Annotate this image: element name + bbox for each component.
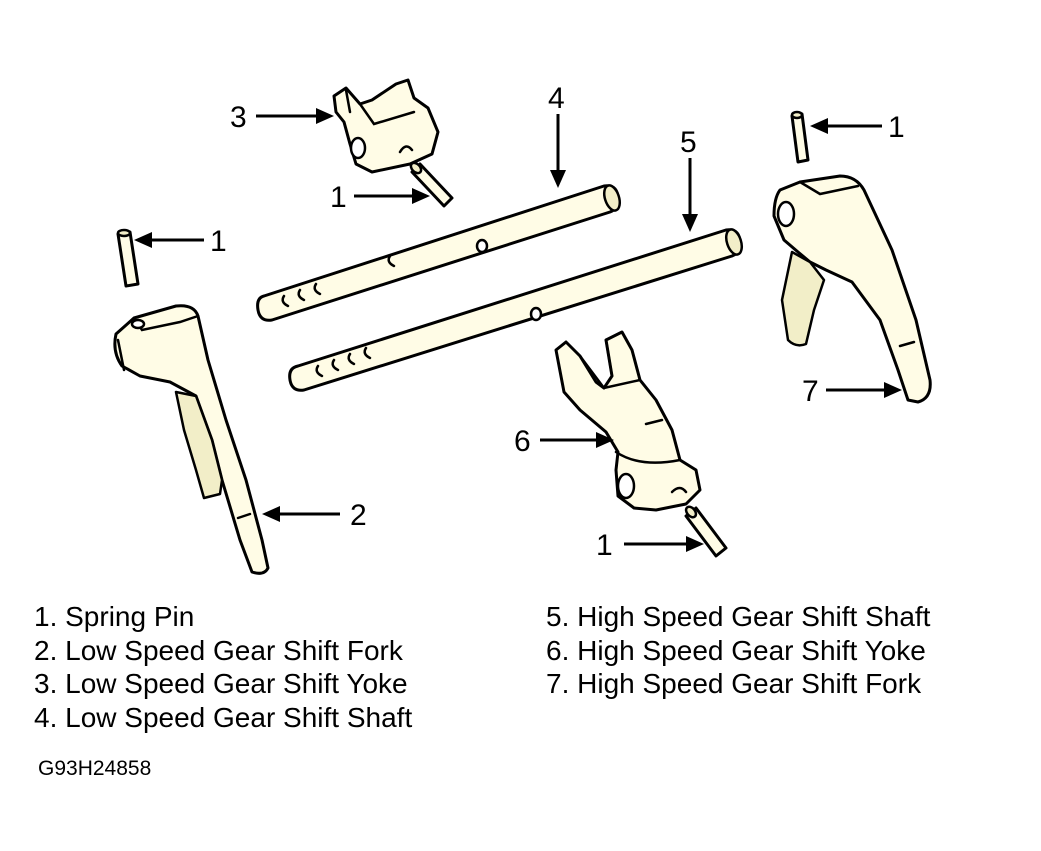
leader-2: [262, 506, 340, 522]
leader-1-top-mid: [354, 188, 430, 204]
high-speed-shift-yoke: [554, 330, 702, 512]
legend-item-high-speed-yoke: 6. High Speed Gear Shift Yoke: [546, 634, 926, 666]
spring-pin-bottom: [684, 505, 728, 558]
leader-1-top-right: [810, 118, 882, 134]
legend-item-low-speed-shaft: 4. Low Speed Gear Shift Shaft: [34, 701, 413, 733]
callout-1-top-mid: 1: [330, 181, 347, 214]
legend-item-high-speed-fork: 7. High Speed Gear Shift Fork: [546, 668, 922, 699]
legend-left-column: 1. Spring Pin 2. Low Speed Gear Shift Fo…: [34, 600, 412, 734]
leader-4: [550, 114, 566, 188]
callout-1-left: 1: [210, 225, 227, 258]
leader-7: [826, 382, 902, 398]
callout-3: 3: [230, 101, 247, 134]
callout-5: 5: [680, 126, 697, 159]
low-speed-shift-yoke: [332, 78, 440, 174]
callout-1-bottom: 1: [596, 529, 613, 562]
spring-pin-top-mid: [409, 161, 454, 208]
legend-item-high-speed-shaft: 5. High Speed Gear Shift Shaft: [546, 601, 931, 632]
spring-pin-top-right: [790, 110, 810, 164]
legend-right-column: 5. High Speed Gear Shift Shaft 6. High S…: [546, 600, 930, 701]
legend-item-spring-pin: 1. Spring Pin: [34, 601, 195, 632]
leader-1-bottom: [624, 536, 704, 552]
leader-5: [682, 158, 698, 232]
leader-1-left: [134, 232, 204, 248]
legend-item-low-speed-fork: 2. Low Speed Gear Shift Fork: [34, 634, 403, 666]
low-speed-shift-shaft: [256, 184, 622, 322]
callout-7: 7: [802, 375, 819, 408]
callout-2: 2: [350, 499, 367, 532]
leader-3: [256, 108, 334, 124]
high-speed-shift-shaft: [288, 228, 744, 392]
callout-1-top-right: 1: [888, 111, 905, 144]
callout-4: 4: [548, 82, 565, 115]
legend-item-low-speed-yoke: 3. Low Speed Gear Shift Yoke: [34, 668, 408, 699]
callout-6: 6: [514, 425, 531, 458]
figure-code: G93H24858: [38, 757, 152, 780]
high-speed-shift-fork: [772, 174, 932, 404]
low-speed-shift-fork: [113, 304, 270, 575]
leader-6: [540, 432, 614, 448]
spring-pin-left: [116, 228, 140, 288]
